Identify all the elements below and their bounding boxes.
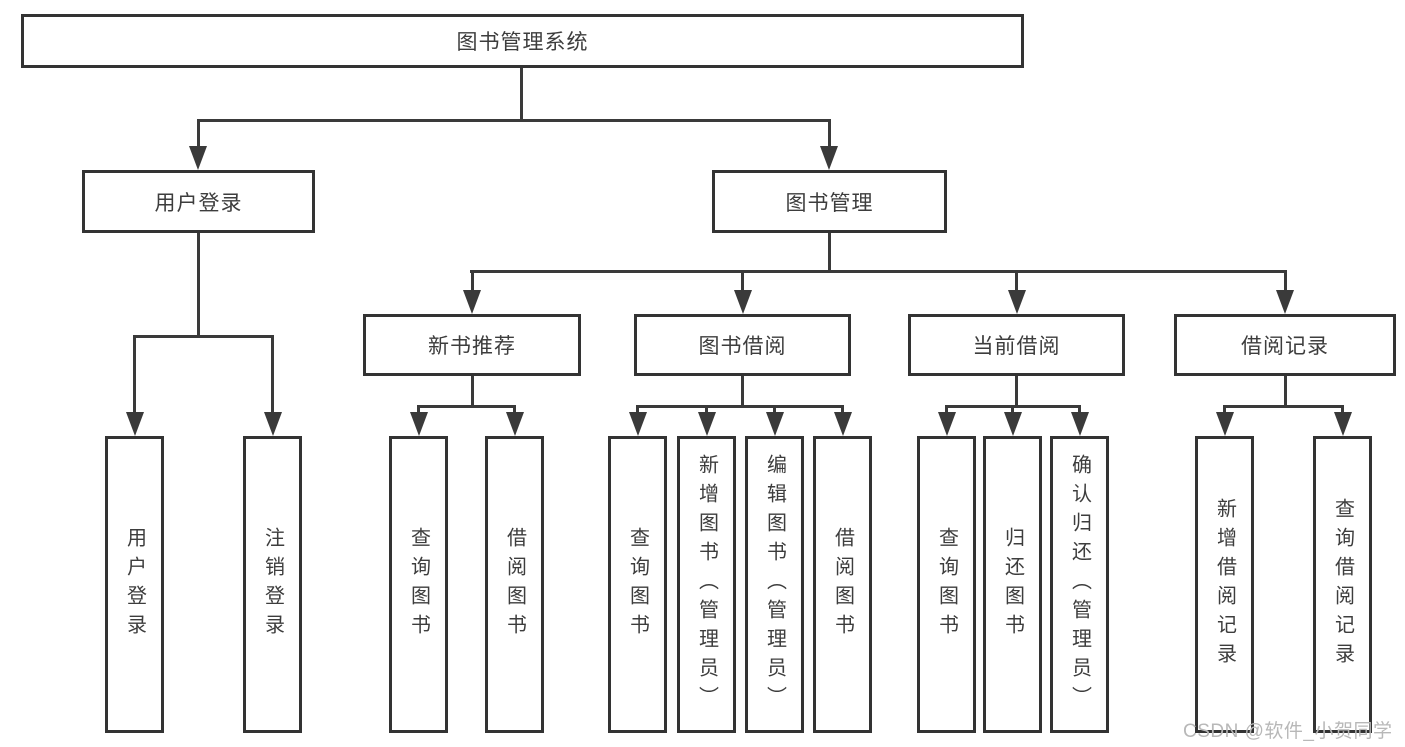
- connector-drop-book-management: [828, 119, 831, 148]
- node-borrow-books-borrow-label: 借阅图书: [831, 526, 854, 643]
- connector-book-borrowing-stem: [741, 376, 744, 408]
- connector-drop-logout-leaf: [271, 335, 274, 414]
- connector-drop-book-borrowing: [741, 270, 744, 292]
- connector-current-borrowing-stem: [1015, 376, 1018, 408]
- node-borrow-books-recommend: 借阅图书: [485, 436, 544, 733]
- arrow-down-icon: [938, 412, 956, 436]
- arrow-down-icon: [189, 146, 207, 170]
- node-borrow-books-recommend-label: 借阅图书: [503, 526, 526, 643]
- node-query-books-recommend: 查询图书: [389, 436, 448, 733]
- connector-root-stem: [520, 68, 523, 122]
- connector-new-book-stem: [471, 376, 474, 408]
- node-borrowing-records: 借阅记录: [1174, 314, 1396, 376]
- connector-drop-user-login: [197, 119, 200, 148]
- connector-new-book-bar: [417, 405, 516, 408]
- arrow-down-icon: [1071, 412, 1089, 436]
- arrow-down-icon: [463, 290, 481, 314]
- arrow-down-icon: [506, 412, 524, 436]
- connector-drop: [1341, 405, 1344, 414]
- arrow-down-icon: [126, 412, 144, 436]
- connector-borrowing-records-bar: [1223, 405, 1344, 408]
- connector-drop: [513, 405, 516, 414]
- node-query-books-recommend-label: 查询图书: [407, 526, 430, 643]
- connector-drop-login-leaf: [133, 335, 136, 414]
- arrow-down-icon: [698, 412, 716, 436]
- node-query-books-current: 查询图书: [917, 436, 976, 733]
- connector-drop: [705, 405, 708, 414]
- connector-drop-borrowing-records: [1284, 270, 1287, 292]
- node-root-label: 图书管理系统: [456, 31, 589, 54]
- arrow-down-icon: [410, 412, 428, 436]
- connector-drop: [1011, 405, 1014, 414]
- arrow-down-icon: [734, 290, 752, 314]
- connector-drop-current-borrowing: [1015, 270, 1018, 292]
- connector-drop: [636, 405, 639, 414]
- node-query-borrow-record: 查询借阅记录: [1313, 436, 1372, 733]
- node-borrowing-records-label: 借阅记录: [1241, 335, 1329, 358]
- connector-drop: [1223, 405, 1226, 414]
- node-query-books-borrow: 查询图书: [608, 436, 667, 733]
- node-user-login-label: 用户登录: [154, 191, 243, 215]
- node-add-books-admin: 新增图书（管理员）: [677, 436, 736, 733]
- arrow-down-icon: [834, 412, 852, 436]
- node-user-login-leaf-label: 用户登录: [123, 526, 146, 643]
- node-book-borrowing: 图书借阅: [634, 314, 851, 376]
- node-query-borrow-record-label: 查询借阅记录: [1331, 497, 1354, 672]
- node-confirm-return-admin: 确认归还（管理员）: [1050, 436, 1109, 733]
- watermark: CSDN @软件_小贺同学: [1183, 721, 1393, 742]
- node-logout: 注销登录: [243, 436, 302, 733]
- node-borrow-books-borrow: 借阅图书: [813, 436, 872, 733]
- node-current-borrowing-label: 当前借阅: [972, 335, 1061, 358]
- connector-book-management-bar: [470, 270, 1286, 273]
- node-new-book-recommendation-label: 新书推荐: [428, 335, 516, 358]
- node-return-books: 归还图书: [983, 436, 1042, 733]
- node-book-borrowing-label: 图书借阅: [698, 335, 787, 358]
- connector-user-login-bar: [133, 335, 274, 338]
- connector-drop: [945, 405, 948, 414]
- node-current-borrowing: 当前借阅: [908, 314, 1125, 376]
- node-add-borrow-record-label: 新增借阅记录: [1213, 497, 1236, 672]
- connector-book-borrowing-bar: [636, 405, 844, 408]
- node-edit-books-admin: 编辑图书（管理员）: [745, 436, 804, 733]
- connector-drop: [773, 405, 776, 414]
- node-book-management: 图书管理: [712, 170, 947, 233]
- node-new-book-recommendation: 新书推荐: [363, 314, 581, 376]
- arrow-down-icon: [1276, 290, 1294, 314]
- node-confirm-return-admin-label: 确认归还（管理员）: [1068, 454, 1091, 715]
- arrow-down-icon: [820, 146, 838, 170]
- connector-drop-new-book: [471, 270, 474, 292]
- node-query-books-current-label: 查询图书: [935, 526, 958, 643]
- connector-borrowing-records-stem: [1284, 376, 1287, 408]
- arrow-down-icon: [264, 412, 282, 436]
- connector-drop: [841, 405, 844, 414]
- arrow-down-icon: [1334, 412, 1352, 436]
- node-book-management-label: 图书管理: [785, 191, 874, 215]
- arrow-down-icon: [766, 412, 784, 436]
- connector-user-login-stem: [197, 233, 200, 338]
- node-user-login-leaf: 用户登录: [105, 436, 164, 733]
- connector-root-bar: [197, 119, 831, 122]
- arrow-down-icon: [1004, 412, 1022, 436]
- node-logout-label: 注销登录: [261, 526, 284, 643]
- connector-book-management-stem: [828, 233, 831, 273]
- connector-drop: [417, 405, 420, 414]
- arrow-down-icon: [1008, 290, 1026, 314]
- node-return-books-label: 归还图书: [1001, 526, 1024, 643]
- node-add-borrow-record: 新增借阅记录: [1195, 436, 1254, 733]
- connector-drop: [1078, 405, 1081, 414]
- arrow-down-icon: [629, 412, 647, 436]
- node-edit-books-admin-label: 编辑图书（管理员）: [763, 454, 786, 715]
- node-root: 图书管理系统: [21, 14, 1024, 68]
- node-add-books-admin-label: 新增图书（管理员）: [695, 454, 718, 715]
- arrow-down-icon: [1216, 412, 1234, 436]
- node-query-books-borrow-label: 查询图书: [626, 526, 649, 643]
- node-user-login: 用户登录: [82, 170, 315, 233]
